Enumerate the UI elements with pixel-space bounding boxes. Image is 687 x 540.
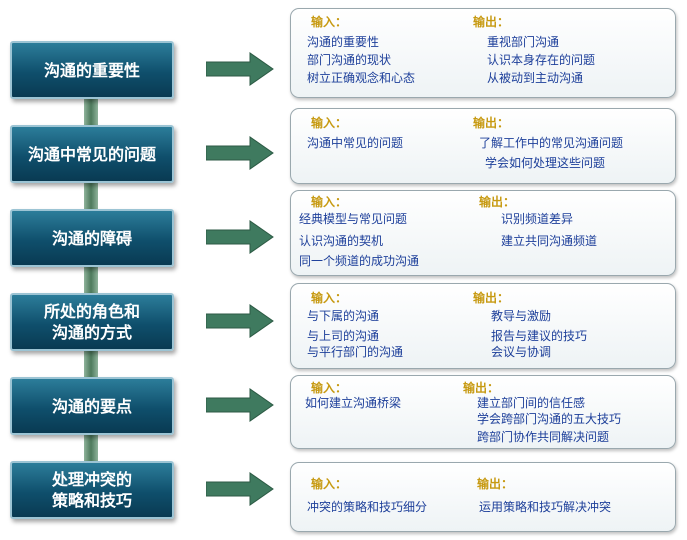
input-item: 沟通中常见的问题 — [307, 136, 404, 150]
left-item: 同一个频道的成功沟通 — [299, 254, 420, 268]
input-item: 部门沟通的现状 — [307, 53, 392, 67]
right-item: 建立共同沟通频道 — [501, 234, 598, 248]
input-label: 输入： — [311, 15, 348, 29]
stage-conflict-handling: 处理冲突的 策略和技巧 — [10, 461, 174, 519]
input-label: 输入： — [311, 116, 348, 130]
input-item: 与上司的沟通 — [307, 329, 380, 343]
right-arrow-icon — [206, 52, 274, 86]
stage-title-line: 策略和技巧 — [51, 491, 132, 510]
output-item: 学会如何处理这些问题 — [485, 156, 606, 170]
output-item: 从被动到主动沟通 — [487, 71, 584, 85]
stage-title: 沟通的障碍 — [51, 228, 132, 248]
output-item: 学会跨部门沟通的五大技巧 — [477, 412, 622, 426]
stage-common-problems: 沟通中常见的问题 — [10, 125, 174, 183]
stage-title-line: 处理冲突的 — [51, 470, 132, 489]
right-item: 识别频道差异 — [501, 212, 574, 226]
output-label: 输出： — [477, 477, 514, 491]
stage-title-line: 沟通的方式 — [51, 323, 132, 342]
stage-importance: 沟通的重要性 — [10, 41, 174, 99]
output-item: 运用策略和技巧解决冲突 — [479, 500, 612, 514]
output-item: 建立部门间的信任感 — [477, 396, 586, 410]
output-label: 输出： — [473, 291, 510, 305]
card-barriers: 输入： 输出： 经典模型与常见问题 认识沟通的契机 同一个频道的成功沟通 识别频… — [290, 190, 676, 276]
input-item: 沟通的重要性 — [307, 35, 380, 49]
stage-title: 沟通的要点 — [51, 396, 132, 416]
input-label: 输入： — [311, 381, 348, 395]
right-arrow-icon — [206, 304, 274, 338]
output-item: 会议与协调 — [491, 345, 552, 359]
stage-barriers: 沟通的障碍 — [10, 209, 174, 267]
output-item: 重视部门沟通 — [487, 35, 560, 49]
output-label: 输出： — [473, 15, 510, 29]
card-roles-and-methods: 输入： 输出： 与下属的沟通 与上司的沟通 与平行部门的沟通 教导与激励 报告与… — [290, 283, 676, 369]
card-common-problems: 输入： 输出： 沟通中常见的问题 了解工作中的常见沟通问题 学会如何处理这些问题 — [290, 108, 676, 184]
input-item: 如何建立沟通桥梁 — [305, 396, 402, 410]
right-arrow-icon — [206, 136, 274, 170]
card-key-points: 输入： 输出： 如何建立沟通桥梁 建立部门间的信任感 学会跨部门沟通的五大技巧 … — [290, 375, 676, 449]
stage-roles-and-methods: 所处的角色和 沟通的方式 — [10, 293, 174, 351]
input-label: 输入： — [311, 291, 348, 305]
card-importance: 输入： 输出： 沟通的重要性 部门沟通的现状 树立正确观念和心态 重视部门沟通 … — [290, 8, 676, 98]
input-item: 与下属的沟通 — [307, 309, 380, 323]
input-label: 输入： — [311, 195, 348, 209]
input-item: 树立正确观念和心态 — [307, 71, 416, 85]
left-item: 认识沟通的契机 — [299, 234, 384, 248]
stage-title: 沟通中常见的问题 — [27, 144, 156, 164]
output-item: 教导与激励 — [491, 309, 552, 323]
stage-key-points: 沟通的要点 — [10, 377, 174, 435]
card-conflict-handling: 输入： 输出： 冲突的策略和技巧细分 运用策略和技巧解决冲突 — [290, 462, 676, 532]
right-arrow-icon — [206, 388, 274, 422]
input-item: 冲突的策略和技巧细分 — [307, 500, 428, 514]
output-item: 报告与建议的技巧 — [491, 329, 588, 343]
output-item: 认识本身存在的问题 — [487, 53, 596, 67]
input-label: 输入： — [311, 477, 348, 491]
left-item: 经典模型与常见问题 — [299, 212, 408, 226]
stage-title: 沟通的重要性 — [43, 60, 140, 80]
output-item: 了解工作中的常见沟通问题 — [479, 136, 624, 150]
output-label: 输出： — [473, 116, 510, 130]
output-label: 输出： — [463, 381, 500, 395]
input-item: 与平行部门的沟通 — [307, 345, 404, 359]
output-label: 输出： — [479, 195, 516, 209]
stage-title-line: 所处的角色和 — [43, 302, 140, 321]
right-arrow-icon — [206, 220, 274, 254]
output-item: 跨部门协作共同解决问题 — [477, 430, 610, 444]
right-arrow-icon — [206, 472, 274, 506]
